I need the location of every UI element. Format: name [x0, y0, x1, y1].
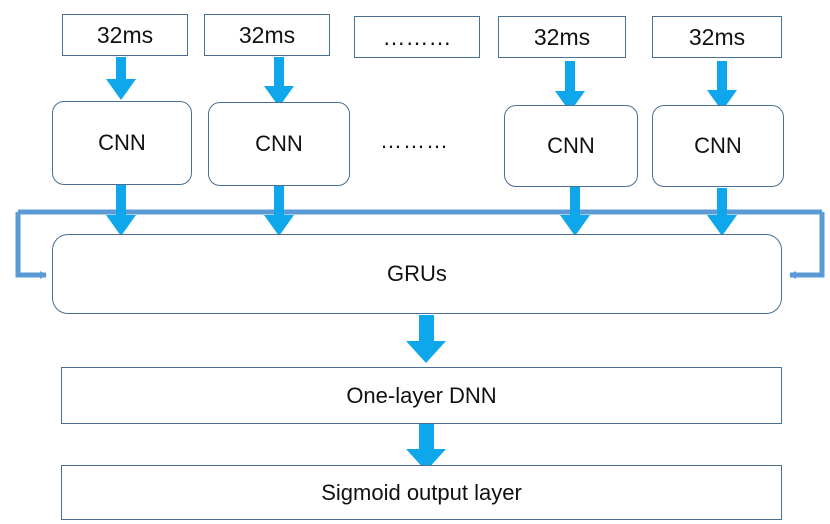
input-frame-4: 32ms — [652, 16, 782, 58]
arrow-frame1-cnn1 — [106, 57, 136, 100]
input-frame-2: 32ms — [204, 14, 330, 56]
input-frame-ellipsis: ……… — [354, 16, 480, 58]
input-frame-3: 32ms — [498, 16, 626, 58]
cnn-block-4: CNN — [652, 105, 784, 187]
arrow-frame3-cnn3 — [555, 61, 585, 112]
gru-layer: GRUs — [52, 234, 782, 314]
arrow-cnn2-gru — [264, 185, 294, 236]
input-frame-1: 32ms — [62, 14, 188, 56]
cnn-block-3: CNN — [504, 105, 638, 187]
arrow-cnn1-gru — [106, 185, 136, 236]
arrow-frame4-cnn4 — [707, 61, 737, 111]
dnn-layer: One-layer DNN — [61, 367, 782, 424]
cnn-ellipsis: ……… — [380, 128, 449, 153]
feedback-left-arrow — [15, 212, 47, 279]
arrow-dnn-output — [406, 423, 446, 471]
arrow-cnn3-gru — [560, 187, 590, 236]
feedback-right-arrow — [789, 212, 825, 279]
arrow-gru-dnn — [406, 315, 446, 363]
cnn-block-1: CNN — [52, 101, 192, 185]
sigmoid-output-layer: Sigmoid output layer — [61, 465, 782, 520]
cnn-block-2: CNN — [208, 102, 350, 186]
arrow-cnn4-gru — [707, 188, 737, 236]
arrow-frame2-cnn2 — [264, 57, 294, 107]
